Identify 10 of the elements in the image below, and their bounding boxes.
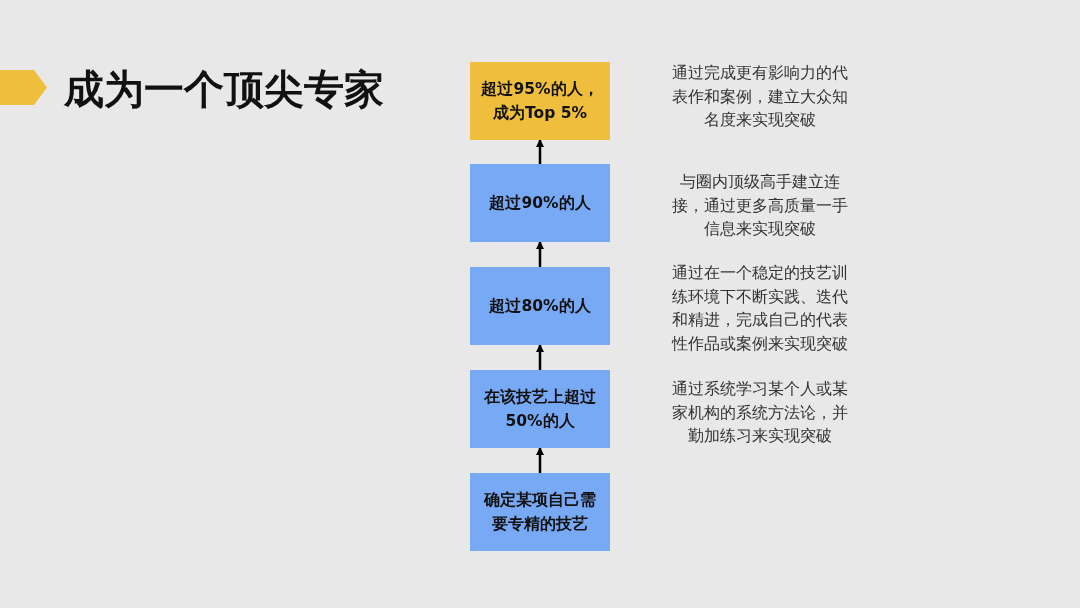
process-box: 确定某项自己需要专精的技艺 [470,473,610,551]
arrow [536,139,544,164]
description-text: 通过在一个稳定的技艺训练环境下不断实践、迭代和精进，完成自己的代表性作品或案例来实现突破 [670,262,849,355]
arrow [536,447,544,473]
description-text: 通过系统学习某个人或某家机构的系统方法论，并勤加练习来实现突破 [671,378,849,447]
title: 成为一个顶尖专家 [64,65,384,114]
arrow [536,344,544,370]
description-text: 通过完成更有影响力的代表作和案例，建立大众知名度来实现突破 [671,62,849,131]
arrow [536,241,544,267]
description-text: 与圈内顶级高手建立连接，通过更多高质量一手信息来实现突破 [671,171,849,240]
